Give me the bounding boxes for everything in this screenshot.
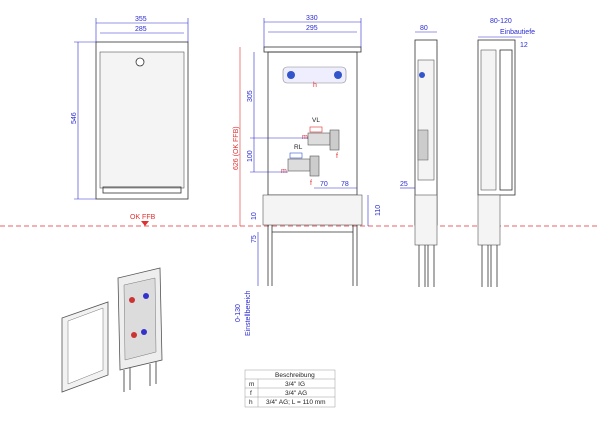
dim-25: 25 xyxy=(400,181,408,188)
total-height: 626 (OK FFB) xyxy=(233,126,240,170)
label-m-vl: m xyxy=(302,134,308,141)
table-header: Beschreibung xyxy=(275,372,315,379)
front-height: 546 xyxy=(71,112,78,124)
label-f-rl: f xyxy=(310,180,312,187)
side-view: 80 25 xyxy=(400,25,438,287)
table-value: 3/4" AG xyxy=(285,390,307,397)
table-key: f xyxy=(250,390,252,397)
main-width-inner: 295 xyxy=(306,25,318,32)
dim-78: 78 xyxy=(341,181,349,188)
dim-100: 100 xyxy=(247,150,254,162)
right-depth-label: Einbautiefe xyxy=(500,29,535,36)
front-width-inner: 285 xyxy=(135,26,147,33)
description-table: Beschreibung m 3/4" IG f 3/4" AG h 3/4" … xyxy=(244,369,336,408)
floor-marker-icon xyxy=(141,221,149,226)
label-rl: RL xyxy=(294,144,303,151)
dim-75: 75 xyxy=(251,235,258,243)
dim-305: 305 xyxy=(247,90,254,102)
dim-10: 10 xyxy=(251,212,258,220)
table-value: 3/4" AG; L = 110 mm xyxy=(266,399,326,406)
main-width-outer: 330 xyxy=(306,15,318,22)
isometric-view xyxy=(61,267,163,393)
label-f-vl: f xyxy=(336,153,338,160)
label-h: h xyxy=(313,82,317,89)
table-value: 3/4" IG xyxy=(285,381,305,388)
side-depth: 80 xyxy=(420,25,428,32)
right-depth-range: 80-120 xyxy=(490,18,512,25)
dim-70: 70 xyxy=(320,181,328,188)
table-key: h xyxy=(249,399,253,406)
front-view: 355 285 546 xyxy=(71,16,189,200)
floor-label: OK FFB xyxy=(130,214,156,221)
adjust-range: 0-130 xyxy=(235,304,242,322)
label-m-rl: m xyxy=(281,168,287,175)
lock-icon xyxy=(135,57,145,67)
label-vl: VL xyxy=(312,117,320,124)
table-key: m xyxy=(249,381,254,388)
adjust-label: Einstellbereich xyxy=(245,290,252,336)
front-width-outer: 355 xyxy=(135,16,147,23)
dim-110: 110 xyxy=(375,205,382,216)
right-view: 80-120 Einbautiefe 12 xyxy=(477,18,535,287)
dim-12: 12 xyxy=(520,42,528,49)
main-view: h VL m f RL m f 330 295 305 100 626 (OK … xyxy=(233,15,382,336)
